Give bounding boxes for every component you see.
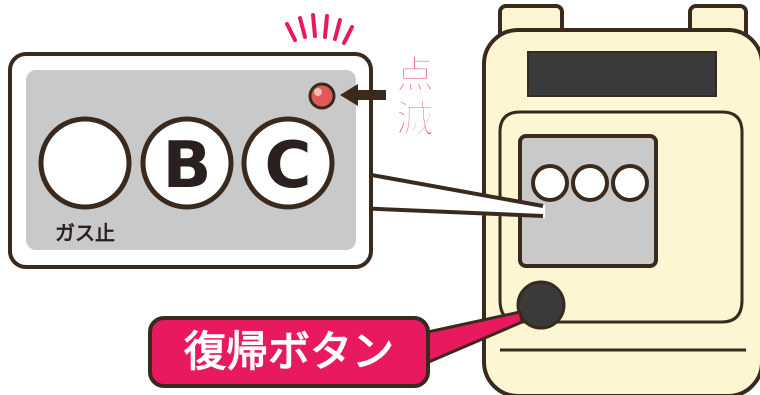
meter-reset-button[interactable] (516, 280, 566, 330)
enlarged-panel: B C ガス止 (8, 52, 373, 269)
meter-display (527, 51, 717, 97)
reset-button-label: 復帰ボタン (183, 327, 394, 376)
meter-indicator-circle-3 (611, 164, 649, 202)
indicator-circle-gas-stop (38, 116, 132, 210)
blink-rays (285, 13, 354, 45)
blinking-label-line1: 点 (396, 53, 434, 97)
indicator-circle-b (140, 116, 234, 210)
gas-meter (482, 4, 760, 395)
meter-indicator-circle-2 (571, 164, 609, 202)
meter-indicator-circle-1 (531, 164, 569, 202)
blinking-lamp-highlight (314, 88, 322, 96)
reset-callout-box (148, 316, 430, 388)
blinking-label-line2: 滅 (396, 97, 434, 141)
blinking-arrow-icon (340, 84, 386, 106)
reset-button-callout: 復帰ボタン (148, 310, 524, 388)
circle-c-label: C (265, 129, 312, 203)
callout-leader (350, 170, 545, 218)
indicator-circle-c (241, 116, 335, 210)
blinking-lamp (308, 82, 336, 110)
meter-inner-frame (498, 110, 744, 324)
blinking-callout: 点 滅 (340, 53, 435, 142)
gas-stop-label: ガス止 (55, 221, 115, 245)
circle-b-label: B (163, 129, 212, 203)
